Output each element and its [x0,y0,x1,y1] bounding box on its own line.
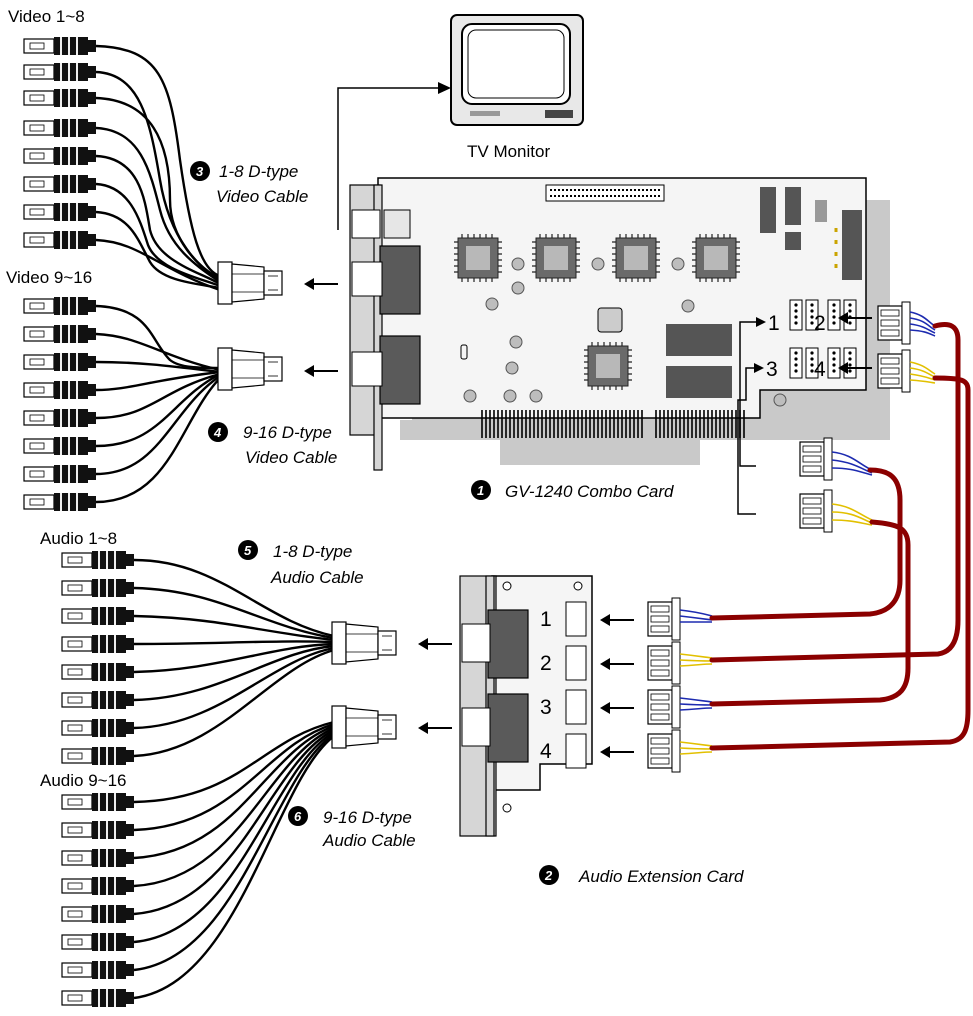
arrow-icon [303,364,339,378]
monitor-cable [337,87,446,230]
arrow-icon [599,613,635,627]
audio-port-label: 4 [540,740,552,763]
svg-text:6: 6 [294,809,302,824]
numbered-badge-icon [238,540,258,560]
callout-audio-extension-card: 2 Audio Extension Card [539,865,744,886]
callout-audio-cable-9-16: 6 9-16 D-type Audio Cable [288,806,416,850]
numbered-badge-icon [190,161,210,181]
video-1-8-label: Video 1~8 [8,7,85,26]
svg-text:Audio Cable: Audio Cable [270,568,364,587]
svg-text:Video Cable: Video Cable [216,187,308,206]
combo-port-label: 3 [766,358,778,381]
video-cable-1-8 [23,36,283,305]
callout-audio-cable-1-8: 5 1-8 D-type Audio Cable [238,540,364,587]
audio-9-16-label: Audio 9~16 [40,771,127,790]
callout-video-cable-1-8: 3 1-8 D-type Video Cable [190,161,308,206]
arrow-icon [303,277,339,291]
audio-cable-9-16 [61,705,397,1008]
audio-port-label: 3 [540,696,552,719]
arrow-icon [599,745,635,759]
numbered-badge-icon [288,806,308,826]
arrow-icon [417,637,453,651]
callout-combo-card: 1 GV-1240 Combo Card [471,480,674,501]
audio-port-label: 2 [540,652,552,675]
audio-1-8-label: Audio 1~8 [40,529,117,548]
svg-text:1-8 D-type: 1-8 D-type [273,542,352,561]
svg-text:1-8 D-type: 1-8 D-type [219,162,298,181]
arrow-icon [599,657,635,671]
video-9-16-label: Video 9~16 [6,268,92,287]
svg-text:5: 5 [244,543,252,558]
svg-text:3: 3 [196,164,204,179]
connector-line [739,321,762,467]
svg-text:1: 1 [477,483,484,498]
svg-text:2: 2 [544,868,553,883]
combo-card [349,177,890,471]
svg-text:GV-1240 Combo Card: GV-1240 Combo Card [505,482,674,501]
tv-monitor-label: TV Monitor [467,142,550,161]
connector-line [737,367,760,515]
audio-wire-plugs [647,597,713,773]
combo-port-label: 1 [768,312,780,335]
svg-text:4: 4 [213,425,222,440]
arrow-icon [438,82,451,94]
numbered-badge-icon [208,422,228,442]
svg-text:9-16 D-type: 9-16 D-type [243,423,332,442]
combo-port-label: 4 [814,358,826,381]
numbered-badge-icon [539,865,559,885]
video-cable-9-16 [23,296,283,512]
audio-cable-1-8 [61,550,397,766]
callout-video-cable-9-16: 4 9-16 D-type Video Cable [208,422,337,467]
svg-text:9-16 D-type: 9-16 D-type [323,808,412,827]
arrow-icon [417,721,453,735]
arrow-icon [756,317,766,327]
numbered-badge-icon [471,480,491,500]
audio-port-label: 1 [540,608,552,631]
svg-text:Audio Extension Card: Audio Extension Card [578,867,744,886]
audio-extension-card [459,575,593,837]
audio-ribbon-cables [709,322,971,751]
arrow-icon [599,701,635,715]
combo-port-label: 2 [814,312,826,335]
arrow-icon [754,363,764,373]
svg-text:Video Cable: Video Cable [245,448,337,467]
tv-monitor-icon [450,14,584,126]
svg-text:Audio Cable: Audio Cable [322,831,416,850]
